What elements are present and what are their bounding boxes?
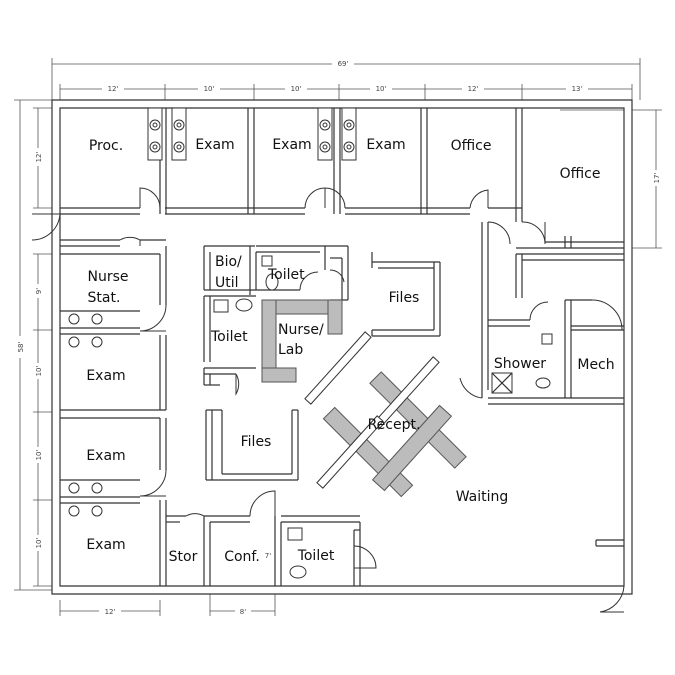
sinks-left (68, 313, 103, 517)
room-label-bio-util-1: Bio/ (215, 254, 242, 270)
room-label-recept: Recept. (368, 417, 421, 433)
room-label-toilet-3: Toilet (297, 548, 335, 564)
room-label-exam-2: Exam (272, 137, 311, 153)
room-label-exam-3: Exam (366, 137, 405, 153)
toilets (213, 255, 553, 579)
room-label-exam-left-1: Exam (86, 368, 125, 384)
room-labels: Proc. Exam Exam Exam Office Office Nurse… (86, 137, 614, 565)
room-label-office-1: Office (451, 138, 492, 154)
room-label-nurse-stat-2: Stat. (88, 290, 121, 306)
room-label-nurse-stat-1: Nurse (87, 269, 128, 285)
room-label-proc: Proc. (89, 138, 123, 154)
dim-left-4: 10' (35, 538, 43, 549)
room-label-exam-left-3: Exam (86, 537, 125, 553)
exterior-walls (51, 99, 633, 595)
dim-left-2: 10' (35, 366, 43, 377)
room-label-exam-left-2: Exam (86, 448, 125, 464)
room-label-files-1: Files (389, 290, 420, 306)
dim-top-3: 10' (291, 85, 302, 93)
room-label-files-2: Files (241, 434, 272, 450)
dim-top-2: 10' (204, 85, 215, 93)
reception-desk (304, 331, 467, 498)
dim-left-3: 10' (35, 450, 43, 461)
dim-overall-height: 58' (17, 342, 25, 353)
room-label-office-2: Office (560, 166, 601, 182)
dim-top-6: 13' (572, 85, 583, 93)
room-label-toilet-2: Toilet (210, 329, 248, 345)
room-label-exam-1: Exam (195, 137, 234, 153)
room-label-conf: Conf. (224, 549, 260, 565)
dim-bottom-conf: 8' (240, 608, 246, 616)
dim-bottom-left: 12' (105, 608, 116, 616)
room-label-nurse-lab-1: Nurse/ (278, 322, 324, 338)
room-label-stor: Stor (169, 549, 198, 565)
doors (31, 187, 625, 613)
dim-top-5: 12' (468, 85, 479, 93)
shower-stall (491, 372, 513, 394)
nurse-lab-counter (261, 299, 343, 383)
interior-walls (60, 108, 624, 586)
dimension-lines: 69' 12' 10' 10' 10' 12' 13' 58' 12' (14, 58, 662, 616)
dim-top-1: 12' (108, 85, 119, 93)
dim-right: 17' (653, 173, 661, 184)
dim-overall-width: 69' (338, 60, 349, 68)
room-label-bio-util-2: Util (215, 275, 239, 291)
room-label-shower: Shower (494, 356, 546, 372)
dim-left-1: 9' (35, 288, 43, 294)
dim-left-top: 12' (35, 152, 43, 163)
dim-top-4: 10' (376, 85, 387, 93)
sinks-top (147, 107, 357, 161)
room-label-toilet-1: Toilet (267, 267, 305, 283)
room-label-waiting: Waiting (456, 489, 509, 505)
room-label-nurse-lab-2: Lab (278, 342, 303, 358)
room-label-mech: Mech (577, 357, 614, 373)
dim-conf-height: 7' (265, 552, 271, 560)
